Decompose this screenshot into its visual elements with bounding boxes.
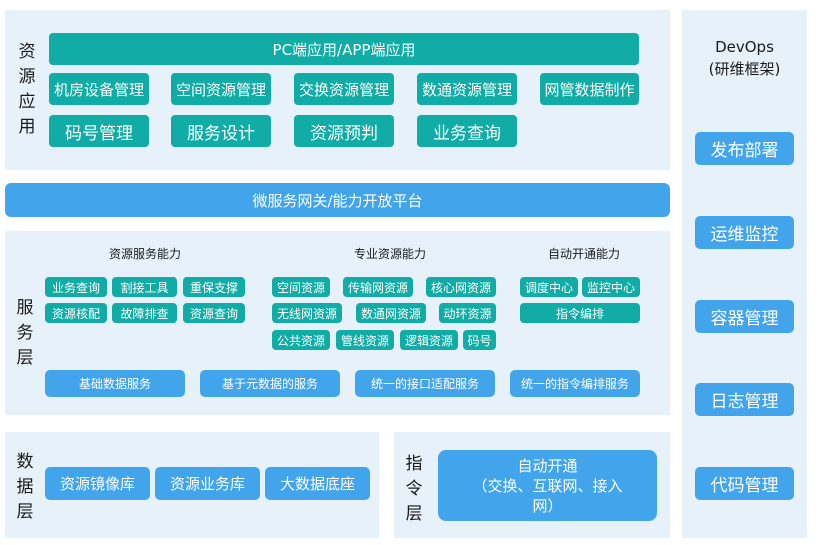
capability-item[interactable]: 动环资源 bbox=[439, 303, 496, 323]
capability-item[interactable]: 资源核配 bbox=[45, 303, 107, 323]
devops-panel bbox=[682, 10, 807, 538]
capability-item[interactable]: 重保支撑 bbox=[183, 277, 245, 297]
label-char: 源 bbox=[18, 67, 36, 87]
capability-item[interactable]: 核心网资源 bbox=[426, 277, 496, 297]
group-title: 资源服务能力 bbox=[108, 247, 181, 261]
capability-item[interactable]: 空间资源 bbox=[272, 277, 330, 297]
devops-button[interactable]: 运维监控 bbox=[695, 216, 794, 249]
data-store-button[interactable]: 资源镜像库 bbox=[45, 467, 150, 500]
base-service-button[interactable]: 统一的指令编排服务 bbox=[510, 370, 640, 397]
label-char: 据 bbox=[16, 477, 34, 497]
resource-app-label: 资 源 应 用 bbox=[16, 40, 38, 140]
capability-item[interactable]: 故障排查 bbox=[112, 303, 177, 323]
capability-item[interactable]: 业务查询 bbox=[45, 277, 107, 297]
app-module-button[interactable]: 机房设备管理 bbox=[49, 73, 149, 105]
capability-item[interactable]: 割接工具 bbox=[112, 277, 177, 297]
command-layer-label: 指 令 层 bbox=[403, 452, 425, 527]
capability-item[interactable]: 资源查询 bbox=[183, 303, 245, 323]
capability-item[interactable]: 公共资源 bbox=[272, 330, 330, 350]
label-char: 服 bbox=[16, 298, 34, 318]
data-store-button[interactable]: 大数据底座 bbox=[265, 467, 370, 500]
capability-item[interactable]: 无线网资源 bbox=[272, 303, 342, 323]
base-service-button[interactable]: 基于元数据的服务 bbox=[200, 370, 340, 397]
label-char: 务 bbox=[16, 323, 34, 343]
label-char: 应 bbox=[18, 92, 36, 112]
service-layer-label: 服 务 层 bbox=[14, 296, 36, 371]
auto-provisioning-detail: （交换、互联网、接入 bbox=[472, 476, 623, 495]
app-module-button[interactable]: 业务查询 bbox=[417, 115, 517, 147]
auto-provisioning-button[interactable]: 自动开通 （交换、互联网、接入 网） bbox=[438, 450, 657, 521]
group-title: 自动开通能力 bbox=[547, 247, 620, 261]
data-store-button[interactable]: 资源业务库 bbox=[155, 467, 260, 500]
capability-item[interactable]: 数通网资源 bbox=[356, 303, 426, 323]
data-layer-label: 数 据 层 bbox=[14, 450, 36, 525]
gateway-bar[interactable]: 微服务网关/能力开放平台 bbox=[5, 183, 670, 217]
devops-button[interactable]: 容器管理 bbox=[695, 300, 794, 333]
label-char: 层 bbox=[16, 502, 34, 522]
label-char: 层 bbox=[405, 504, 423, 524]
app-module-button[interactable]: 码号管理 bbox=[49, 115, 149, 147]
capability-item[interactable]: 传输网资源 bbox=[343, 277, 413, 297]
devops-button[interactable]: 发布部署 bbox=[695, 132, 794, 165]
app-module-button[interactable]: 空间资源管理 bbox=[171, 73, 271, 105]
label-char: 资 bbox=[18, 42, 36, 62]
devops-subtitle: (研维框架) bbox=[708, 60, 781, 78]
app-module-button[interactable]: 资源预判 bbox=[294, 115, 394, 147]
app-header-bar[interactable]: PC端应用/APP端应用 bbox=[49, 33, 639, 65]
label-char: 层 bbox=[16, 348, 34, 368]
devops-button[interactable]: 日志管理 bbox=[695, 383, 794, 416]
base-service-button[interactable]: 统一的接口适配服务 bbox=[355, 370, 495, 397]
capability-item[interactable]: 监控中心 bbox=[582, 277, 640, 297]
label-char: 用 bbox=[18, 117, 36, 137]
app-module-button[interactable]: 网管数据制作 bbox=[540, 73, 639, 105]
capability-item[interactable]: 码号 bbox=[463, 330, 496, 350]
devops-title: DevOps bbox=[715, 38, 774, 56]
app-module-button[interactable]: 服务设计 bbox=[171, 115, 271, 147]
capability-item[interactable]: 管线资源 bbox=[336, 330, 394, 350]
devops-button[interactable]: 代码管理 bbox=[695, 467, 794, 500]
capability-item[interactable]: 指令编排 bbox=[520, 303, 640, 323]
capability-item[interactable]: 调度中心 bbox=[520, 277, 578, 297]
label-char: 指 bbox=[405, 454, 423, 474]
label-char: 令 bbox=[405, 479, 423, 499]
app-module-button[interactable]: 交换资源管理 bbox=[294, 73, 394, 105]
auto-provisioning-detail-end: 网） bbox=[532, 496, 563, 515]
app-module-button[interactable]: 数通资源管理 bbox=[417, 73, 517, 105]
label-char: 数 bbox=[16, 452, 34, 472]
group-title: 专业资源能力 bbox=[353, 247, 426, 261]
auto-provisioning-title: 自动开通 bbox=[517, 456, 578, 475]
capability-item[interactable]: 逻辑资源 bbox=[400, 330, 458, 350]
base-service-button[interactable]: 基础数据服务 bbox=[45, 370, 185, 397]
